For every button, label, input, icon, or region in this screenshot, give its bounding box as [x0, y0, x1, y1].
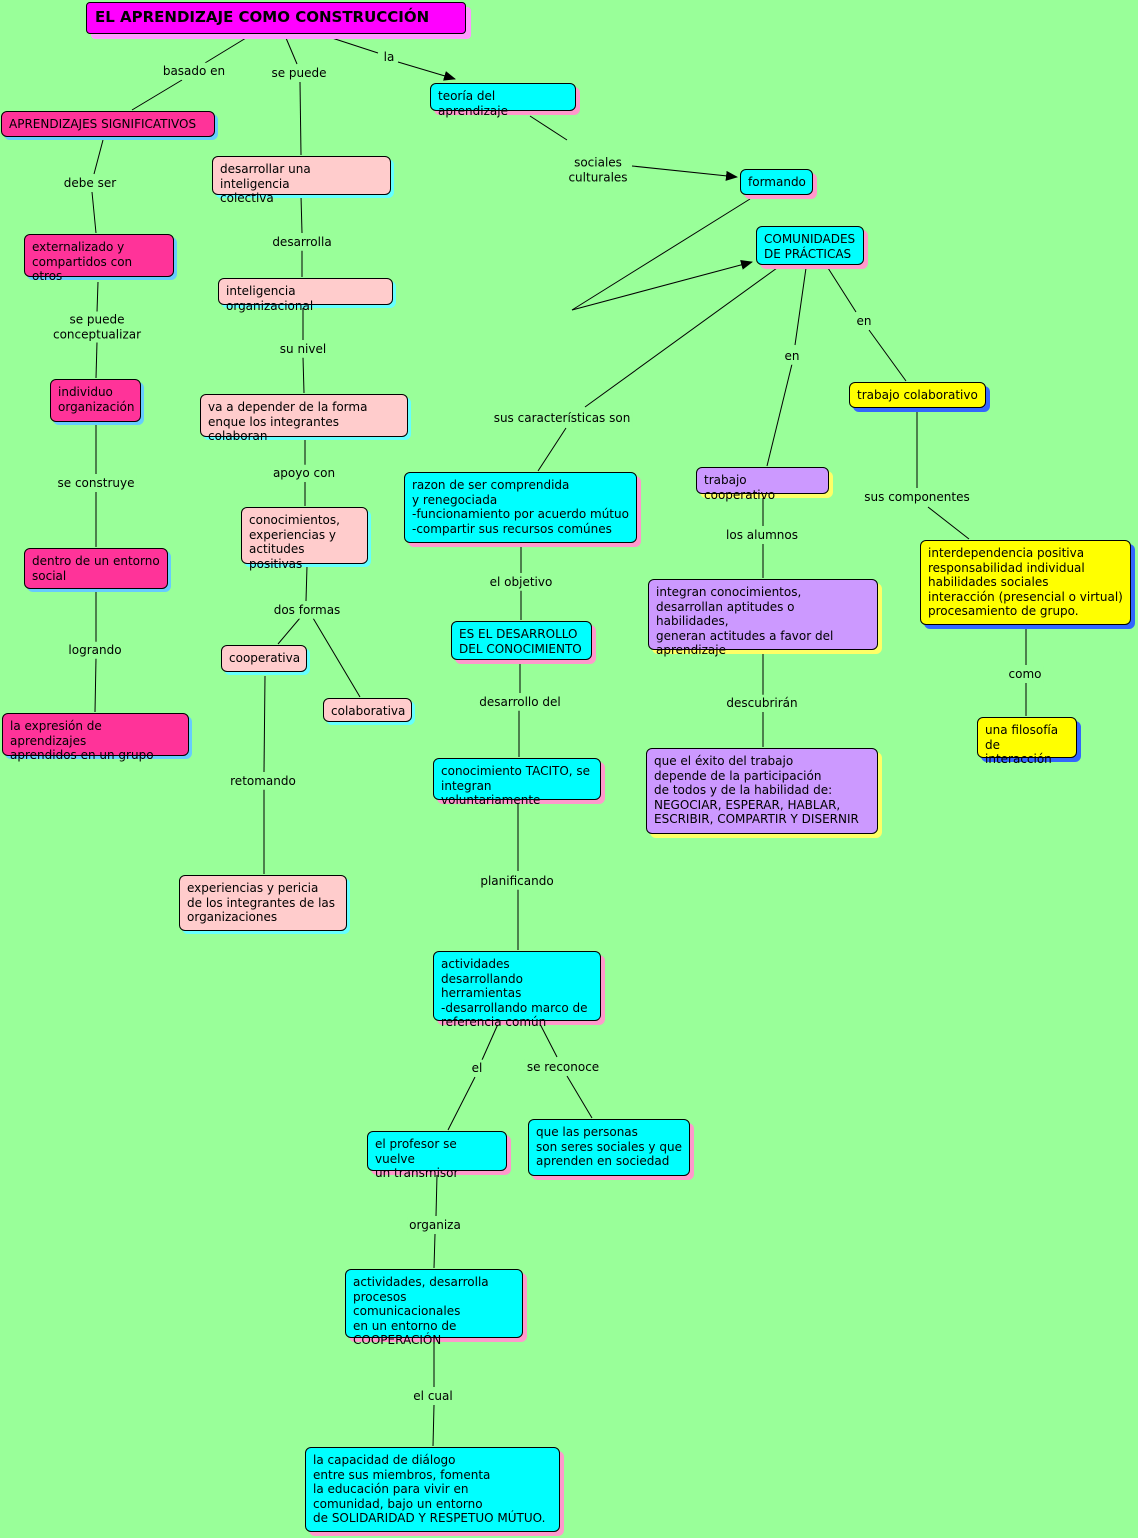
- node-desarrollo-conocimiento[interactable]: ES EL DESARROLLO DEL CONOCIMIENTO: [451, 621, 592, 660]
- link-label-caracteristicas: sus características son: [491, 409, 633, 427]
- node-cooperativa[interactable]: cooperativa: [221, 645, 307, 672]
- node-entorno-social[interactable]: dentro de un entorno social: [24, 548, 168, 589]
- link-label-el-cual: el cual: [411, 1387, 455, 1405]
- link-label-en-cooperativo: en: [782, 347, 802, 365]
- node-capacidad[interactable]: la capacidad de diálogo entre sus miembr…: [305, 1447, 560, 1532]
- node-formando[interactable]: formando: [740, 169, 813, 195]
- link-label-la: la: [381, 48, 397, 66]
- link-label-sociales-culturales: sociales culturales: [566, 154, 630, 186]
- link-label-se-construye: se construye: [55, 474, 137, 492]
- link-label-sus-componentes: sus componentes: [862, 488, 972, 506]
- link-label-descubriran: descubrirán: [724, 694, 800, 712]
- title-node[interactable]: EL APRENDIZAJE COMO CONSTRUCCIÓN: [86, 2, 466, 34]
- link-label-organiza: organiza: [407, 1216, 463, 1234]
- node-conocimientos[interactable]: conocimientos, experiencias y actitudes …: [241, 507, 368, 571]
- node-exito[interactable]: que el éxito del trabajo depende de la p…: [646, 748, 878, 834]
- node-teoria[interactable]: teoría del aprendizaje: [430, 83, 576, 118]
- node-experiencias[interactable]: experiencias y pericia de los integrante…: [179, 875, 347, 931]
- link-label-su-nivel: su nivel: [277, 340, 329, 358]
- node-integran[interactable]: integran conocimientos, desarrollan apti…: [648, 579, 878, 657]
- link-label-dos-formas: dos formas: [271, 601, 343, 619]
- link-label-apoyo-con: apoyo con: [270, 464, 338, 482]
- node-comunidades[interactable]: COMUNIDADES DE PRÁCTICAS: [756, 226, 864, 265]
- node-externalizado[interactable]: externalizado y compartidos con otros: [24, 234, 174, 283]
- node-razon[interactable]: razon de ser comprendida y renegociada -…: [404, 472, 637, 543]
- link-label-debe-ser: debe ser: [61, 174, 119, 192]
- node-individuo[interactable]: individuo organización: [50, 379, 141, 422]
- link-label-conceptualizar: se puede conceptualizar: [50, 311, 144, 343]
- link-label-desarrolla: desarrolla: [270, 233, 334, 251]
- node-filosofia[interactable]: una filosofía de interacción: [977, 717, 1077, 766]
- link-label-desarrollo-del: desarrollo del: [477, 693, 563, 711]
- node-aprendizajes-significativos[interactable]: APRENDIZAJES SIGNIFICATIVOS: [1, 111, 215, 137]
- link-label-el-objetivo: el objetivo: [487, 573, 555, 591]
- node-inteligencia-organizacional[interactable]: inteligencia organizacional: [218, 278, 393, 313]
- node-actividades-cooperacion[interactable]: actividades, desarrolla procesos comunic…: [345, 1269, 523, 1347]
- node-tacito[interactable]: conocimiento TACITO, se integran volunta…: [433, 758, 601, 807]
- link-label-los-alumnos: los alumnos: [724, 526, 800, 544]
- node-trabajo-cooperativo[interactable]: trabajo cooperativo: [696, 467, 829, 502]
- link-label-se-reconoce: se reconoce: [524, 1058, 602, 1076]
- link-label-planificando: planificando: [478, 872, 556, 890]
- node-interdependencia[interactable]: interdependencia positiva responsabilida…: [920, 540, 1131, 625]
- node-inteligencia-colectiva[interactable]: desarrollar una inteligencia colectiva: [212, 156, 391, 205]
- link-label-el: el: [469, 1059, 485, 1077]
- node-personas[interactable]: que las personas son seres sociales y qu…: [528, 1119, 690, 1176]
- node-trabajo-colaborativo[interactable]: trabajo colaborativo: [849, 382, 986, 408]
- link-label-logrando: logrando: [66, 641, 124, 659]
- node-actividades-herramientas[interactable]: actividades desarrollando herramientas -…: [433, 951, 601, 1029]
- node-profesor[interactable]: el profesor se vuelve un transmisor: [367, 1131, 507, 1180]
- node-expresion[interactable]: la expresión de aprendizajes aprendidos …: [2, 713, 189, 762]
- link-label-basado-en: basado en: [160, 62, 228, 80]
- link-label-retomando: retomando: [228, 772, 298, 790]
- link-label-se-puede: se puede: [269, 64, 329, 82]
- node-depender[interactable]: va a depender de la forma enque los inte…: [200, 394, 408, 443]
- link-label-en-colaborativo: en: [854, 312, 874, 330]
- link-label-como: como: [1006, 665, 1044, 683]
- node-colaborativa[interactable]: colaborativa: [323, 698, 412, 722]
